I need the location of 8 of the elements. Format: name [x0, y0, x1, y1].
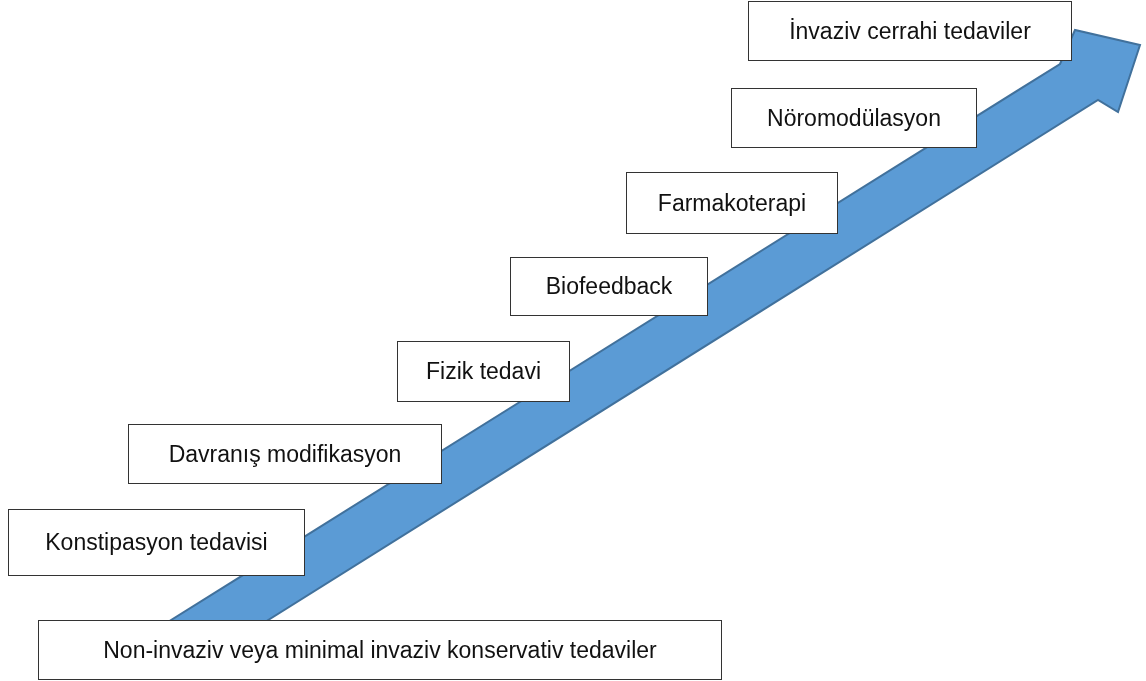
step-box: Fizik tedavi	[397, 341, 570, 402]
step-box: Davranış modifikasyon	[128, 424, 442, 484]
step-box: Nöromodülasyon	[731, 88, 977, 148]
step-box: Farmakoterapi	[626, 172, 838, 234]
step-box: Biofeedback	[510, 257, 708, 316]
step-box: Konstipasyon tedavisi	[8, 509, 305, 576]
step-box: Non-invaziv veya minimal invaziv konservativ tedaviler	[38, 620, 722, 680]
step-box: İnvaziv cerrahi tedaviler	[748, 1, 1072, 61]
